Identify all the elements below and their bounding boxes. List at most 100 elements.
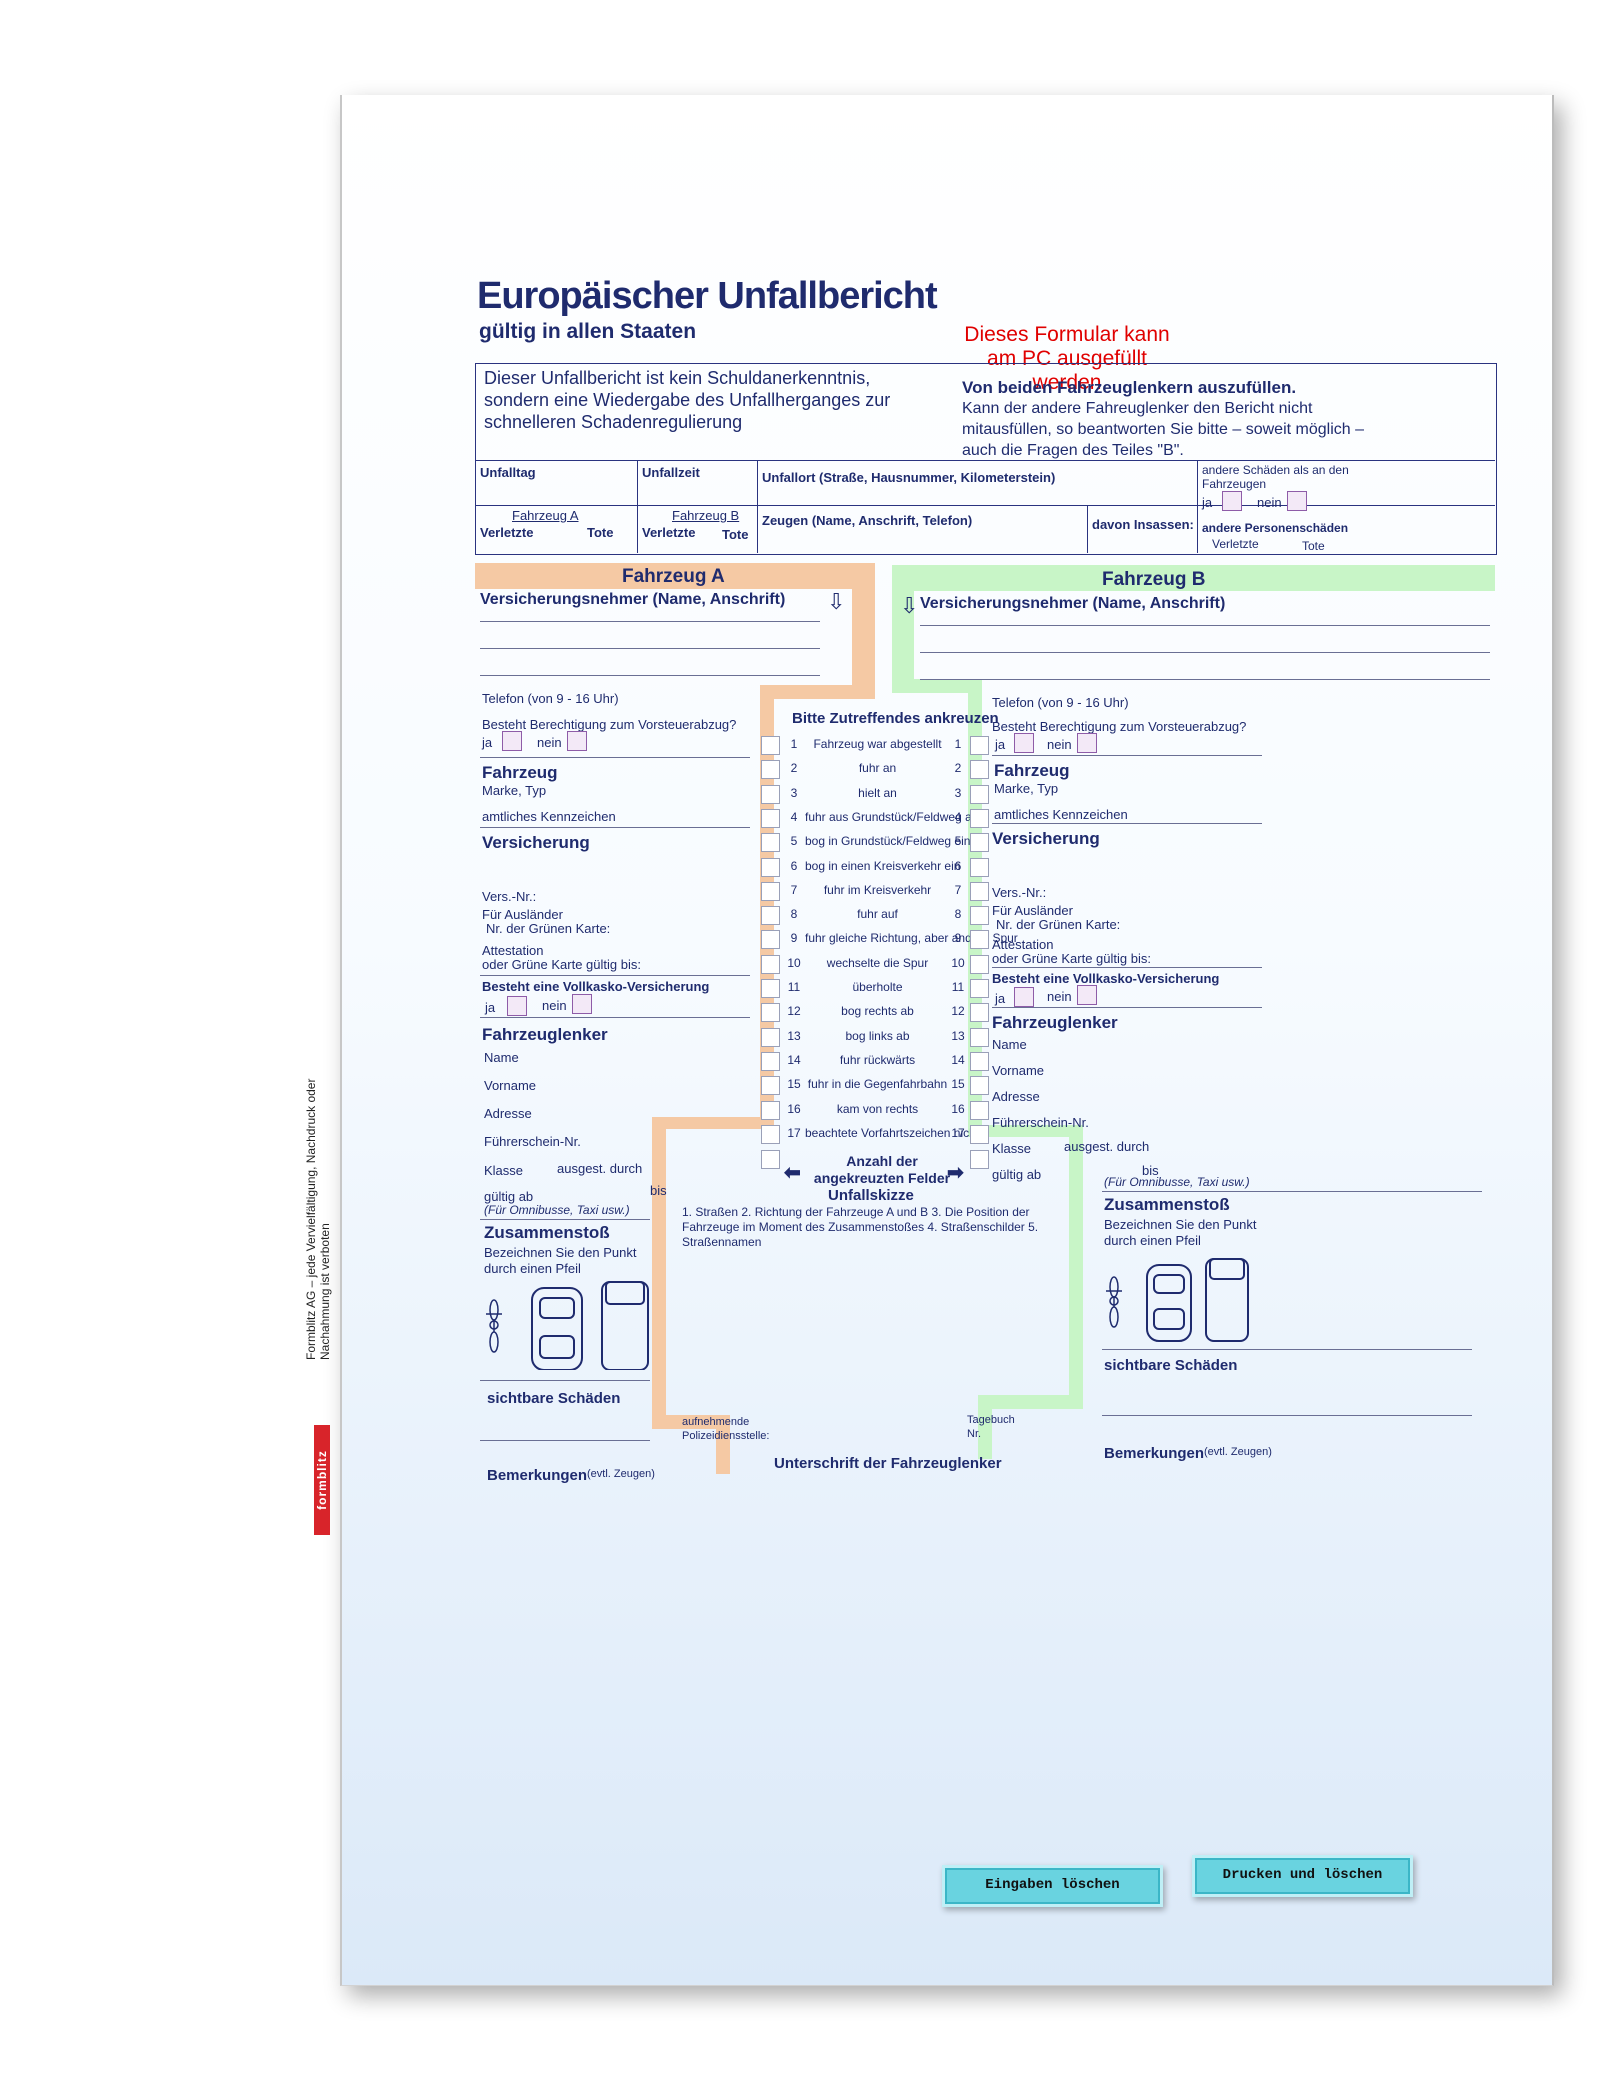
vollkasko-a-yes-checkbox[interactable] bbox=[507, 996, 527, 1016]
circumstance-b-checkbox[interactable] bbox=[970, 808, 989, 828]
circumstance-a-checkbox[interactable] bbox=[761, 1003, 780, 1023]
vorsteuer-b-no-checkbox[interactable] bbox=[1077, 733, 1097, 753]
pc-note: Dieses Formular kann am PC ausgefüllt we… bbox=[964, 323, 1170, 394]
unfallzeit-field[interactable] bbox=[642, 483, 752, 501]
circumstance-a-checkbox[interactable] bbox=[761, 1100, 780, 1120]
circumstance-b-checkbox[interactable] bbox=[970, 784, 989, 804]
circumstance-b-checkbox[interactable] bbox=[970, 979, 989, 998]
circumstance-b-checkbox[interactable] bbox=[970, 1100, 989, 1120]
circumstance-a-checkbox[interactable] bbox=[761, 784, 780, 804]
vollkasko-b-yes-checkbox[interactable] bbox=[1014, 987, 1034, 1007]
vorsteuer-a-no-checkbox[interactable] bbox=[567, 731, 587, 751]
print-and-clear-button[interactable]: Drucken und löschen bbox=[1192, 1855, 1413, 1897]
circumstance-b-checkbox[interactable] bbox=[970, 930, 989, 950]
vorsteuer-b-yes-checkbox[interactable] bbox=[1014, 733, 1034, 753]
circumstance-number-a: 10 bbox=[787, 955, 801, 970]
collision-diagram-a[interactable] bbox=[482, 1280, 652, 1370]
count-b-field[interactable] bbox=[970, 1150, 989, 1170]
circumstance-b-checkbox[interactable] bbox=[970, 954, 989, 974]
unfallort-field[interactable] bbox=[762, 487, 1192, 503]
circumstance-text: kam von rechts bbox=[836, 1101, 919, 1116]
intro-right-text: Kann der andere Fahreuglenker den Berich… bbox=[962, 400, 1364, 459]
circumstance-number-b: 1 bbox=[954, 737, 962, 751]
circumstance-a-checkbox[interactable] bbox=[761, 1076, 780, 1096]
form-page: Europäischer Unfallbericht gültig in all… bbox=[304, 95, 1554, 1986]
input-line-b2[interactable] bbox=[920, 652, 1490, 653]
vollkasko-b-no-checkbox[interactable] bbox=[1077, 985, 1097, 1005]
circumstance-a-checkbox[interactable] bbox=[761, 906, 780, 926]
circumstance-b-checkbox[interactable] bbox=[970, 906, 989, 926]
tote-b-label: Tote bbox=[722, 527, 749, 542]
circumstance-b-checkbox[interactable] bbox=[970, 1003, 989, 1023]
input-line-b3[interactable] bbox=[920, 679, 1490, 680]
gruene-karte-b-label: Nr. der Grünen Karte: bbox=[996, 917, 1121, 932]
circumstance-b-checkbox[interactable] bbox=[970, 1124, 989, 1144]
vorsteuer-b-label: Besteht Berechtigung zum Vorsteuerabzug? bbox=[992, 719, 1247, 734]
unfalltag-field[interactable] bbox=[482, 483, 632, 501]
fahrzeug-b-small: Fahrzeug B bbox=[672, 508, 740, 523]
page-subtitle: gültig in allen Staaten bbox=[479, 320, 697, 343]
circumstance-a-checkbox[interactable] bbox=[761, 1124, 780, 1144]
circumstance-b-checkbox[interactable] bbox=[970, 857, 989, 877]
circumstance-a-checkbox[interactable] bbox=[761, 979, 780, 998]
input-line-a3[interactable] bbox=[480, 675, 820, 676]
circumstance-a-checkbox[interactable] bbox=[761, 736, 780, 755]
circumstance-number-b: 17 bbox=[951, 1125, 965, 1140]
circumstance-a-checkbox[interactable] bbox=[761, 833, 780, 853]
circumstance-number-a: 3 bbox=[790, 785, 798, 800]
circumstance-a-checkbox[interactable] bbox=[761, 1027, 780, 1047]
schaeden-a-label: sichtbare Schäden bbox=[487, 1390, 621, 1407]
circumstance-number-b: 16 bbox=[951, 1101, 965, 1116]
circumstance-b-checkbox[interactable] bbox=[970, 736, 989, 755]
other-damage-no-checkbox[interactable] bbox=[1287, 491, 1307, 511]
arrow-down-icon: ⇩ bbox=[827, 589, 846, 614]
divider bbox=[475, 505, 1495, 506]
circumstance-text: fuhr im Kreisverkehr bbox=[823, 882, 932, 897]
circumstance-text: hielt an bbox=[858, 785, 897, 800]
circumstance-b-checkbox[interactable] bbox=[970, 881, 989, 901]
circumstance-b-checkbox[interactable] bbox=[970, 1051, 989, 1071]
vorsteuer-a-label: Besteht Berechtigung zum Vorsteuerabzug? bbox=[482, 717, 737, 732]
vorsteuer-b-nein: nein bbox=[1047, 737, 1072, 752]
other-damage-ja: ja bbox=[1202, 495, 1213, 510]
circumstance-a-checkbox[interactable] bbox=[761, 954, 780, 974]
sketch-canvas[interactable] bbox=[677, 1245, 1062, 1415]
circumstance-a-checkbox[interactable] bbox=[761, 760, 780, 780]
circumstance-b-checkbox[interactable] bbox=[970, 760, 989, 780]
zeugen-field[interactable] bbox=[762, 529, 1082, 549]
other-damage-yes-checkbox[interactable] bbox=[1222, 491, 1242, 511]
circumstance-b-checkbox[interactable] bbox=[970, 1027, 989, 1047]
input-line-a2[interactable] bbox=[480, 648, 820, 649]
band bbox=[652, 1117, 774, 1129]
circumstance-a-checkbox[interactable] bbox=[761, 1051, 780, 1071]
count-label: Anzahl der angekreuzten Felder bbox=[813, 1153, 951, 1186]
formblitz-logo: formblitz bbox=[314, 1425, 330, 1535]
auslaender-a-label: Für Ausländer bbox=[482, 907, 563, 922]
vorsteuer-a-yes-checkbox[interactable] bbox=[502, 731, 522, 751]
circumstance-b-checkbox[interactable] bbox=[970, 1076, 989, 1096]
circumstance-number-a: 4 bbox=[790, 809, 798, 824]
circumstance-text: bog in Grundstück/Feldweg ein bbox=[805, 834, 971, 849]
divider bbox=[475, 460, 1495, 461]
adresse-b-label: Adresse bbox=[992, 1089, 1040, 1104]
count-a-field[interactable] bbox=[761, 1150, 780, 1170]
circumstance-a-checkbox[interactable] bbox=[761, 857, 780, 877]
collision-diagram-b[interactable] bbox=[1102, 1255, 1252, 1345]
circumstance-a-checkbox[interactable] bbox=[761, 881, 780, 901]
input-line-a1[interactable] bbox=[480, 621, 820, 622]
circumstance-text: fuhr rückwärts bbox=[839, 1052, 916, 1067]
input-line-b1[interactable] bbox=[920, 625, 1490, 626]
omnibus-b-label: (Für Omnibusse, Taxi usw.) bbox=[1104, 1175, 1250, 1189]
divider bbox=[757, 460, 758, 553]
circumstance-a-checkbox[interactable] bbox=[761, 808, 780, 828]
circumstance-b-checkbox[interactable] bbox=[970, 833, 989, 853]
clear-inputs-button[interactable]: Eingaben löschen bbox=[942, 1865, 1163, 1907]
fahrzeug-a-label: Fahrzeug bbox=[482, 763, 558, 782]
circumstance-a-checkbox[interactable] bbox=[761, 930, 780, 950]
band bbox=[978, 1409, 992, 1459]
attestation-a-label: Attestation bbox=[482, 943, 544, 958]
vollkasko-a-no-checkbox[interactable] bbox=[572, 994, 592, 1014]
